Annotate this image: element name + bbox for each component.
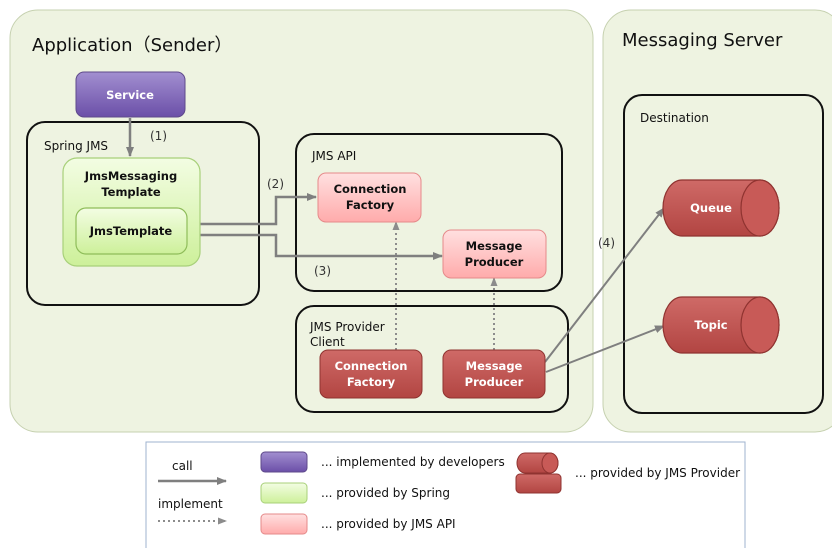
legend-developers-text: ... implemented by developers	[321, 455, 505, 469]
provider-message-producer-label-line1: Message	[466, 359, 523, 373]
jms-template-label: JmsTemplate	[89, 224, 173, 238]
provider-message-producer-label-line2: Producer	[465, 375, 524, 389]
legend-swatch-provider-box	[515, 473, 562, 494]
provider-client-title-line1: JMS Provider	[309, 320, 385, 334]
queue-node: Queue	[662, 179, 780, 237]
service-label: Service	[106, 88, 154, 102]
jms-messaging-template-label-line1: JmsMessaging	[84, 169, 177, 183]
api-connection-factory-label-line1: Connection	[334, 182, 407, 196]
jms-api-container: JMS API	[295, 133, 563, 292]
provider-connection-factory-node: Connection Factory	[319, 349, 423, 399]
jms-messaging-template-label-line2: Template	[101, 185, 161, 199]
legend-swatch-developers	[260, 451, 308, 473]
step-label-4: (4)	[598, 236, 615, 250]
legend-swatch-spring	[260, 482, 308, 504]
api-message-producer-label-line2: Producer	[465, 255, 524, 269]
topic-label: Topic	[694, 318, 727, 332]
arrow-step4-topic	[545, 325, 665, 373]
destination-title: Destination	[640, 111, 709, 125]
legend-spring-text: ... provided by Spring	[321, 486, 450, 500]
jms-api-title: JMS API	[311, 149, 356, 163]
topic-node: Topic	[662, 296, 780, 354]
legend-implement-label: implement	[158, 497, 223, 511]
service-node: Service	[75, 71, 186, 118]
api-message-producer-label-line1: Message	[466, 239, 523, 253]
arrows	[126, 118, 665, 373]
provider-client-title-line2: Client	[310, 335, 345, 349]
legend-swatch-jms-api	[260, 513, 308, 535]
jms-template-node: JmsTemplate	[75, 207, 188, 255]
provider-message-producer-node: Message Producer	[442, 349, 546, 399]
messaging-server-title: Messaging Server	[622, 30, 783, 51]
step-label-1: (1)	[150, 129, 167, 143]
arrow-step2	[188, 193, 317, 226]
jms-provider-client-container: JMS Provider Client	[295, 305, 569, 413]
spring-jms-title: Spring JMS	[44, 139, 108, 153]
arrow-step3	[188, 233, 443, 260]
api-connection-factory-node: Connection Factory	[317, 172, 422, 223]
provider-connection-factory-label-line1: Connection	[335, 359, 408, 373]
provider-connection-factory-label-line2: Factory	[347, 375, 396, 389]
queue-label: Queue	[690, 201, 732, 215]
spring-jms-container: Spring JMS	[26, 121, 260, 306]
legend-call-label: call	[172, 459, 193, 473]
legend-jms-provider-text: ... provided by JMS Provider	[575, 466, 740, 480]
arrow-step4-queue	[544, 207, 665, 363]
step-label-3: (3)	[314, 264, 331, 278]
legend: call implement ... implemented by develo…	[145, 441, 746, 552]
api-message-producer-node: Message Producer	[442, 229, 547, 279]
step-label-2: (2)	[267, 177, 284, 191]
legend-jms-api-text: ... provided by JMS API	[321, 517, 456, 531]
application-title: Application（Sender）	[32, 35, 232, 56]
legend-swatch-provider-cylinder-cap	[541, 452, 559, 474]
api-connection-factory-label-line2: Factory	[346, 198, 395, 212]
destination-container: Destination	[623, 94, 824, 414]
